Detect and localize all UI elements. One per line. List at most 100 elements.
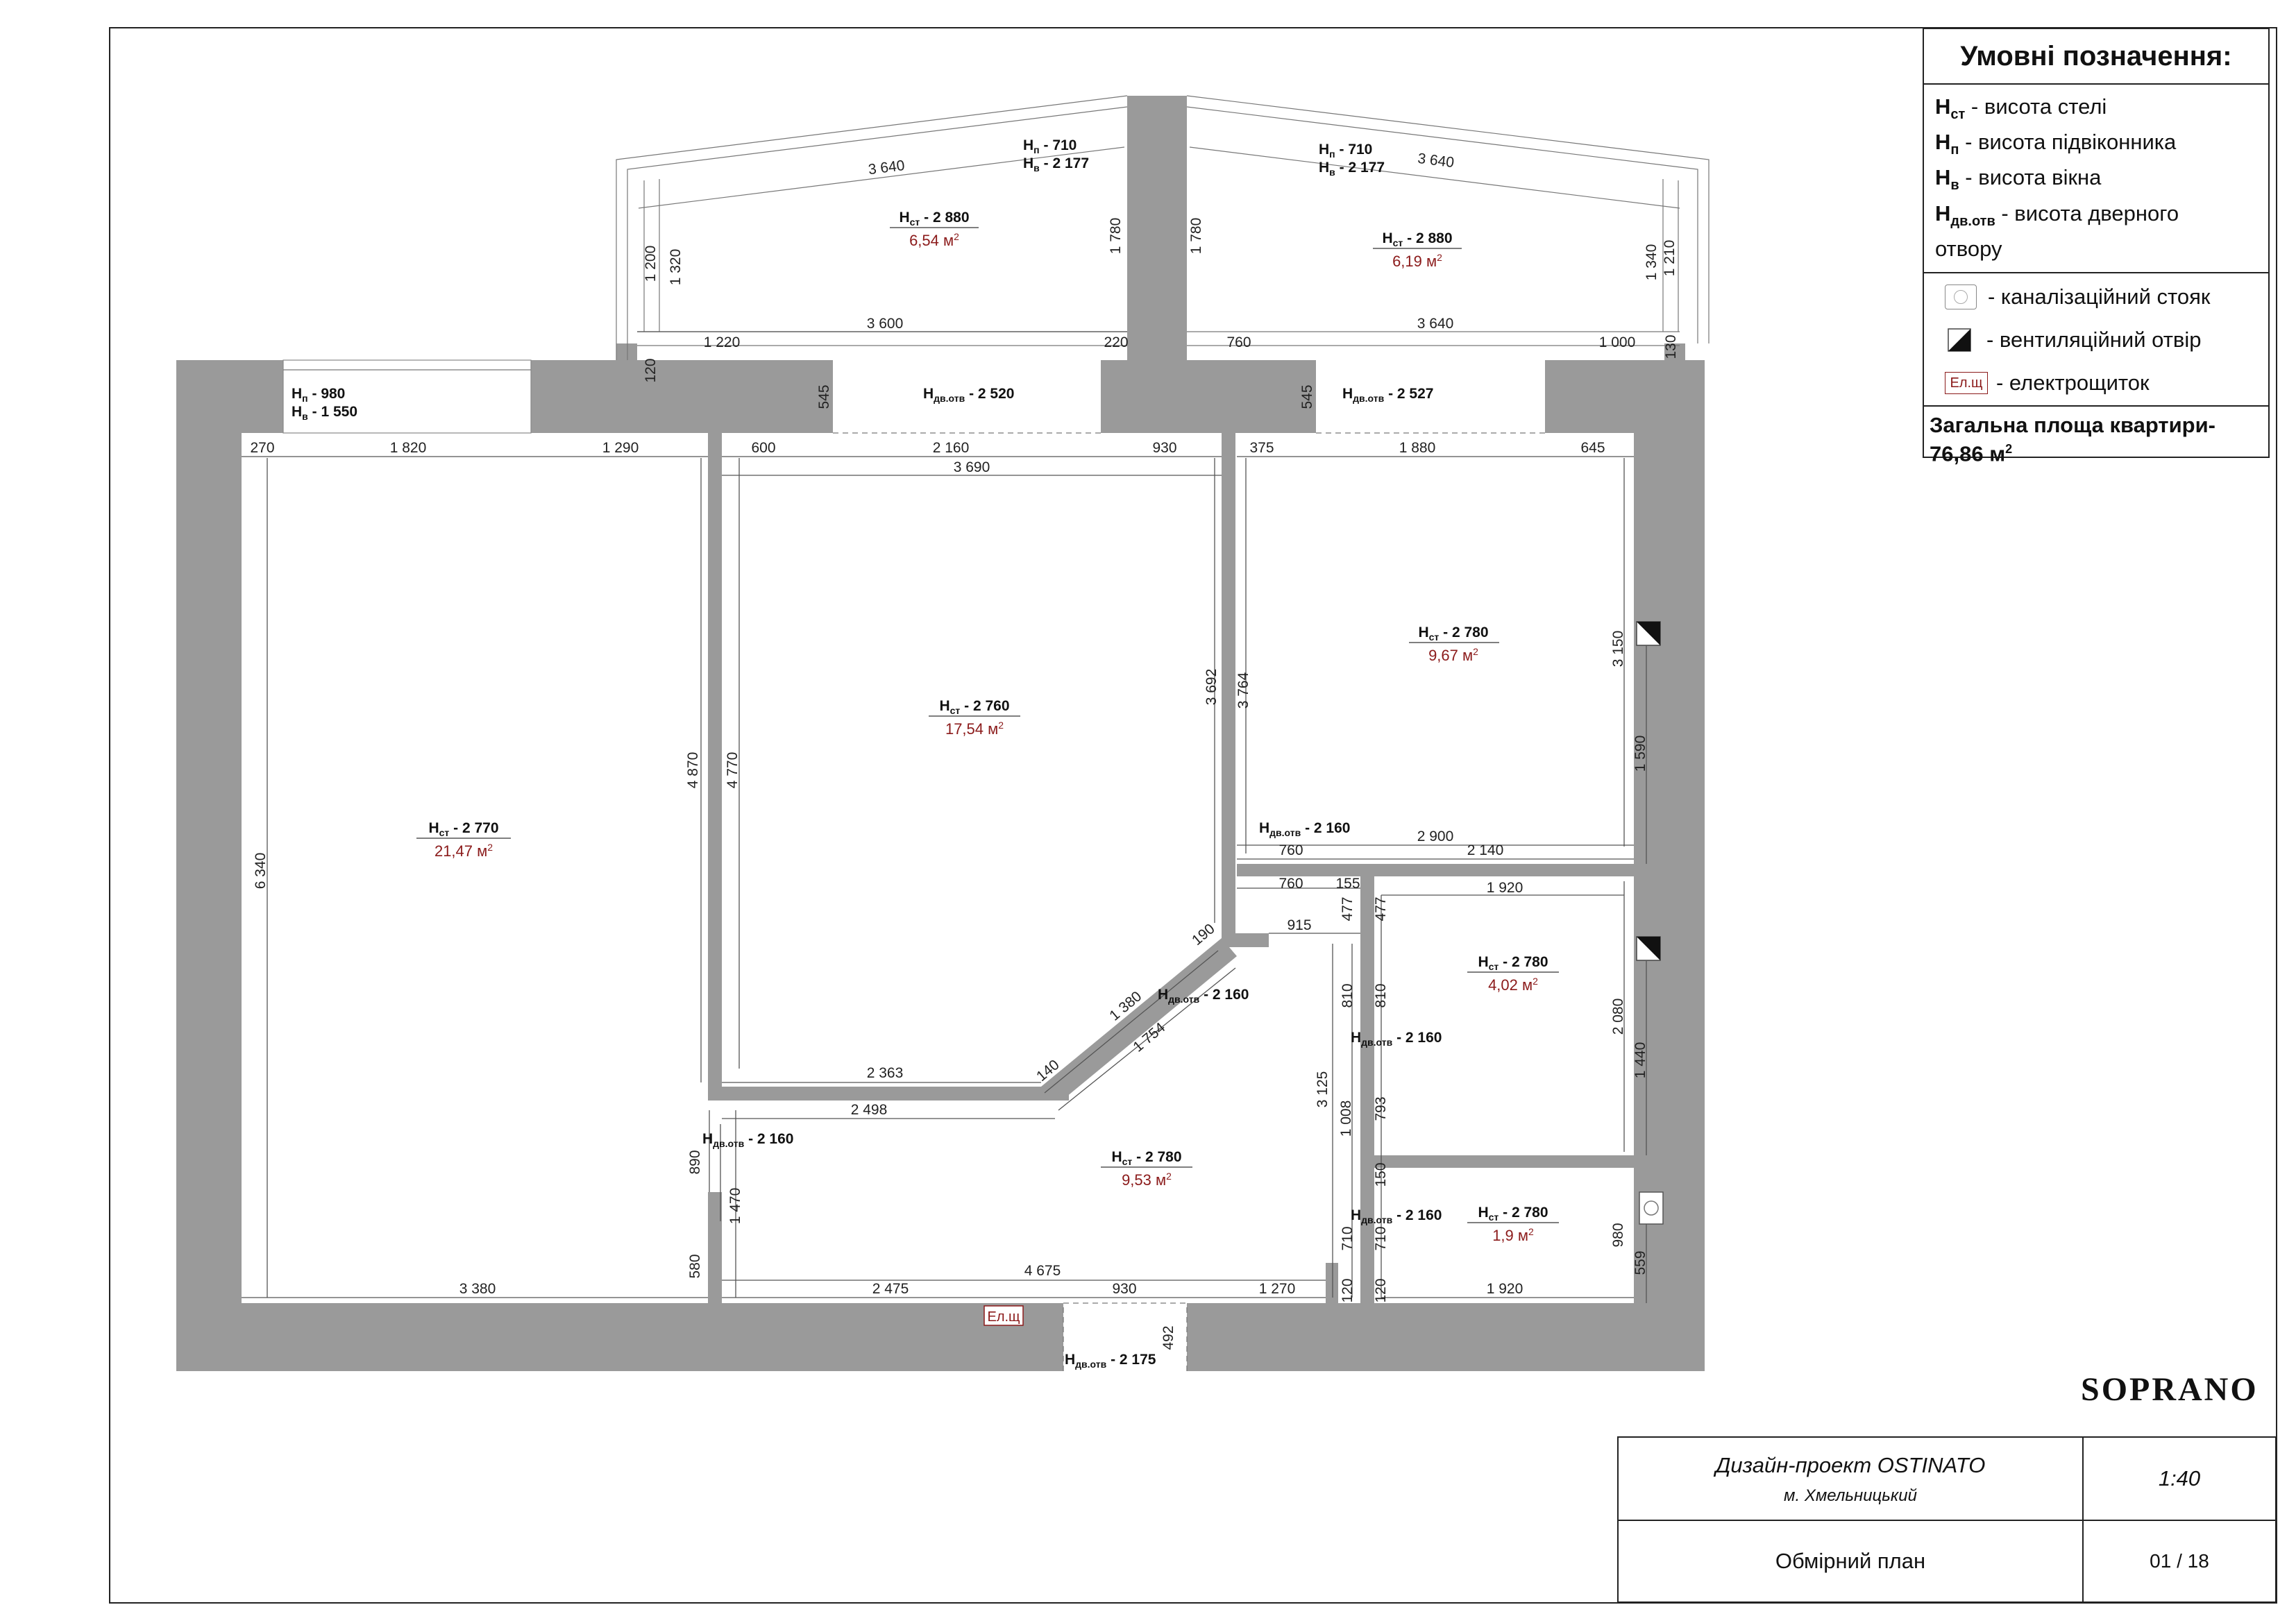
legend-symbol-sewer: - каналізаційний стояк — [1935, 283, 2257, 311]
title-block-project: Дизайн-проект OSTINATO м. Хмельницький — [1619, 1438, 2084, 1521]
dim-label: 1 780 — [1108, 218, 1124, 255]
total-area-value: 76,86 м2 — [1930, 441, 2013, 466]
balcony-left-outer — [616, 95, 1128, 360]
room-area: 6,19 м2 — [1392, 252, 1442, 270]
room-label-bathroom: Нст - 2 780 4,02 м2 — [1467, 954, 1559, 994]
legend-item-ceiling: Нст - висота стелі — [1935, 94, 2107, 123]
ventilation-fill — [1637, 937, 1660, 960]
ventilation-fill — [1637, 622, 1660, 645]
wall-top-left — [176, 360, 283, 433]
dim-label: 2 080 — [1610, 999, 1626, 1035]
wall-int-6 — [1237, 864, 1634, 876]
dim-label: 710 — [1373, 1226, 1389, 1250]
room-area: 6,54 м2 — [909, 231, 959, 249]
dim-label: 477 — [1340, 897, 1356, 921]
wall-bottom-left — [176, 1303, 1063, 1371]
dim-label: 1 200 — [643, 246, 659, 282]
door-height: Ндв.отв - 2 160 — [1351, 1030, 1442, 1048]
room-height: Нст - 2 880 — [899, 210, 969, 228]
project-name: Дизайн-проект OSTINATO — [1715, 1453, 1986, 1477]
title-block-page: 01 / 18 — [2150, 1550, 2209, 1572]
opening-entrance — [1063, 1303, 1187, 1371]
brand-logo: SOPRANO — [2081, 1371, 2259, 1408]
room-label-balcony-right: Нст - 2 880 6,19 м2 — [1373, 230, 1462, 270]
dim-label: 1 210 — [1662, 240, 1678, 277]
ventilation-icon — [1945, 328, 1975, 352]
dim-label: 1 590 — [1632, 736, 1648, 772]
legend-item-window: Нв - висота вікна — [1935, 165, 2102, 194]
door-height: Ндв.отв - 2 520 — [923, 386, 1014, 404]
dim-label: 4 870 — [685, 752, 701, 789]
room-height: Нст - 2 770 — [428, 820, 498, 838]
wall-bottom-right — [1187, 1303, 1705, 1371]
dim-label: 580 — [687, 1254, 703, 1278]
dim-label: 120 — [643, 358, 659, 382]
dim-label: 190 — [1189, 921, 1218, 949]
dim-label: 545 — [1299, 384, 1315, 409]
dim-label: 545 — [816, 384, 832, 409]
balcony-left-inner — [627, 106, 1128, 360]
wall-int-3 — [1222, 433, 1235, 946]
door-height: Ндв.отв - 2 160 — [1259, 820, 1350, 838]
dim-label: 1 270 — [1259, 1281, 1296, 1297]
dim-label: 220 — [1104, 334, 1128, 350]
dim-label: 1 820 — [390, 440, 427, 456]
balcony-right-outer — [1186, 95, 1710, 343]
wall-int-diag — [1041, 938, 1237, 1101]
dim-label: 793 — [1373, 1096, 1389, 1121]
legend-symbol-panel: Ел.щ - електрощиток — [1935, 369, 2257, 397]
wall-balcony-pier — [1127, 96, 1187, 360]
wall-int-1 — [708, 433, 722, 1099]
window-height: Нв - 2 177 — [1319, 160, 1385, 178]
dim-label: 890 — [687, 1150, 703, 1174]
room-height: Нст - 2 780 — [1478, 954, 1548, 972]
dim-label: 980 — [1610, 1223, 1626, 1247]
dim-label: 3 640 — [1417, 151, 1455, 171]
dim-label: 2 140 — [1467, 842, 1504, 858]
dim-label: 375 — [1249, 440, 1274, 456]
wall-int-2 — [708, 1087, 1069, 1101]
legend-symbol-text: - каналізаційний стояк — [1988, 284, 2211, 309]
door-height: Ндв.отв - 2 527 — [1342, 386, 1433, 404]
page-frame — [109, 27, 2277, 1604]
total-area: Загальна площа квартири- 76,86 м2 — [1924, 407, 2268, 473]
title-block: Дизайн-проект OSTINATO м. Хмельницький 1… — [1617, 1436, 2277, 1603]
balcony-right-dim-line — [1189, 146, 1680, 209]
project-city: м. Хмельницький — [1784, 1486, 1917, 1505]
dim-label: 1 340 — [1644, 244, 1660, 281]
dim-label: 2 498 — [851, 1102, 888, 1118]
dim-label: 3 640 — [1417, 316, 1454, 332]
electrical-panel-label: Ел.щ — [987, 1309, 1020, 1325]
wall-balcony-right-tip — [1664, 343, 1685, 364]
dim-label: 2 475 — [872, 1281, 909, 1297]
wall-int-5 — [708, 1192, 722, 1303]
dim-label: 120 — [1340, 1278, 1356, 1302]
room-label-bedroom: Нст - 2 760 17,54 м2 — [929, 698, 1020, 738]
dim-label: 760 — [1278, 842, 1303, 858]
legend-item-sill: Нп - висота підвіконника — [1935, 130, 2177, 158]
dim-line-diag — [1044, 950, 1219, 1094]
dim-label: 3 125 — [1315, 1071, 1331, 1108]
dim-label: 3 690 — [954, 459, 990, 475]
dim-label: 930 — [1112, 1281, 1136, 1297]
dim-label: 1 290 — [602, 440, 639, 456]
dim-label: 1 008 — [1338, 1101, 1354, 1137]
room-label-wc: Нст - 2 780 1,9 м2 — [1467, 1205, 1559, 1244]
room-height: Нст - 2 880 — [1382, 230, 1452, 248]
room-label-living: Нст - 2 770 21,47 м2 — [416, 820, 511, 860]
dim-label: 645 — [1580, 440, 1605, 456]
window-sill-height: Нп - 710 — [1023, 137, 1077, 155]
dim-label: 1 220 — [704, 334, 741, 350]
sewer-riser-icon — [1639, 1191, 1664, 1225]
window-sill-height: Нп - 980 — [292, 386, 345, 404]
room-area: 4,02 м2 — [1488, 976, 1538, 994]
dim-label: 477 — [1373, 897, 1389, 921]
wall-int-4 — [1222, 933, 1269, 947]
dim-label: 559 — [1632, 1250, 1648, 1275]
dim-label: 915 — [1287, 917, 1311, 933]
openings — [282, 359, 1545, 1371]
dim-label: 760 — [1226, 334, 1251, 350]
legend-symbol-vent: - вентиляційний отвір — [1935, 326, 2257, 354]
dim-label: 600 — [751, 440, 775, 456]
